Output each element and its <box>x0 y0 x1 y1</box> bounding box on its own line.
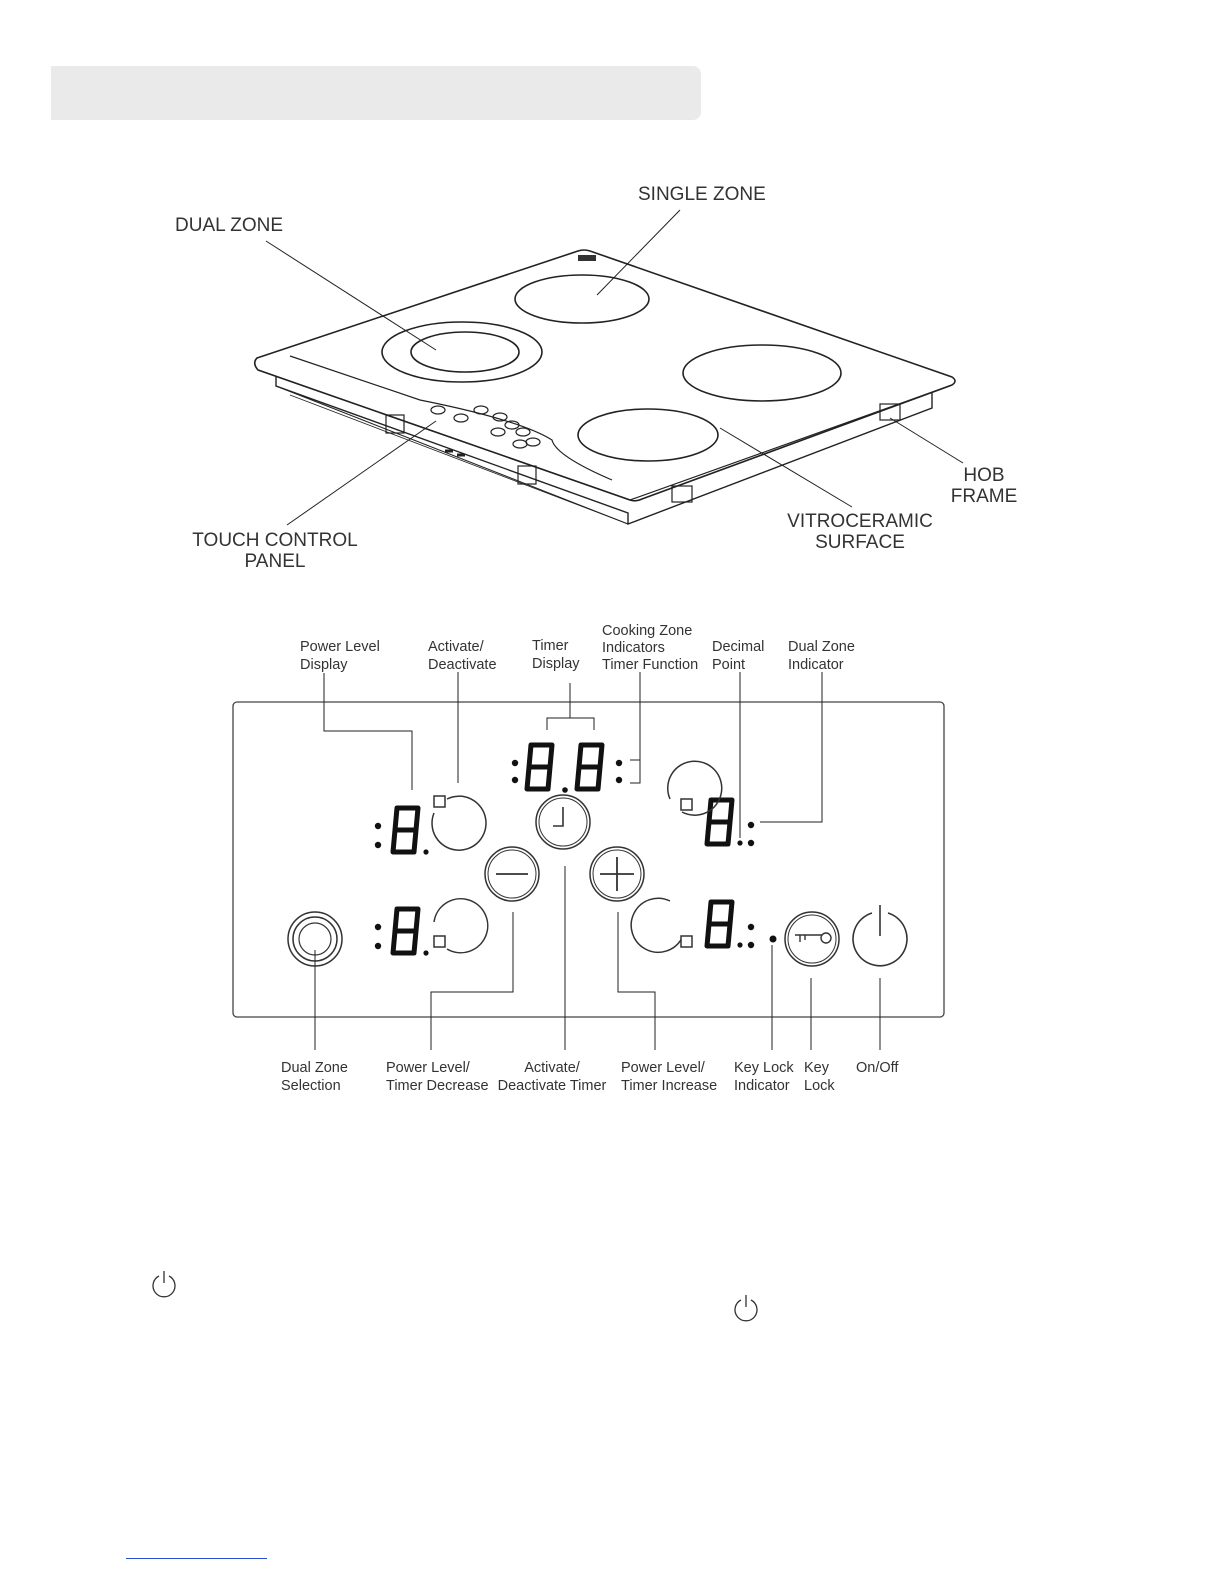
label-power-level-display-1: Power Level <box>300 639 380 655</box>
hob-illustration <box>253 249 956 526</box>
label-increase-2: Timer Increase <box>621 1078 717 1094</box>
label-touch-panel-2: PANEL <box>245 551 306 572</box>
clock-icon <box>553 807 564 827</box>
label-key-lock-2: Lock <box>804 1078 835 1094</box>
label-touch-panel-1: TOUCH CONTROL <box>192 530 357 551</box>
on-off-button[interactable] <box>852 905 908 967</box>
control-panel-frame <box>232 701 945 1018</box>
power-level-display-left-top <box>374 808 429 855</box>
timer-display <box>511 745 623 793</box>
footer-link-underline[interactable] <box>126 1558 267 1559</box>
dual-zone-inner <box>410 331 520 373</box>
section-header-bar <box>51 66 701 120</box>
label-dual-zone-indicator-1: Dual Zone <box>788 639 855 655</box>
single-zone-burner <box>514 274 650 324</box>
label-dual-zone-selection-2: Selection <box>281 1078 341 1094</box>
label-cooking-zone-3: Timer Function <box>602 657 698 673</box>
label-dual-zone-selection-1: Dual Zone <box>281 1060 348 1076</box>
label-decrease-2: Timer Decrease <box>386 1078 489 1094</box>
zone-activate-button-left-bottom[interactable] <box>433 898 489 954</box>
label-decimal-point-2: Point <box>712 657 745 673</box>
label-cooking-zone-2: Indicators <box>602 640 665 656</box>
power-level-display-left-bottom <box>374 909 429 956</box>
power-icon <box>852 912 908 967</box>
label-on-off: On/Off <box>856 1060 899 1076</box>
key-lock-indicator-dot <box>769 935 777 943</box>
activate-timer-button[interactable] <box>535 794 591 850</box>
label-activate-timer-2: Deactivate Timer <box>498 1078 607 1094</box>
label-power-level-display-2: Display <box>300 657 348 673</box>
key-icon <box>795 932 832 944</box>
label-decrease-1: Power Level/ <box>386 1060 471 1076</box>
zone-activate-button-right-bottom[interactable] <box>630 897 693 954</box>
label-decimal-point-1: Decimal <box>712 639 764 655</box>
power-icon <box>734 1295 758 1322</box>
label-vitroceramic-2: SURFACE <box>815 532 905 553</box>
label-timer-display-1: Timer <box>532 638 569 654</box>
increase-button[interactable] <box>589 846 645 902</box>
label-single-zone: SINGLE ZONE <box>638 184 766 205</box>
dual-zone-outer <box>381 321 543 383</box>
front-burner <box>577 408 719 462</box>
power-icon <box>152 1271 176 1298</box>
power-level-display-right-bottom <box>707 902 755 948</box>
label-increase-1: Power Level/ <box>621 1060 706 1076</box>
label-hob-frame-2: FRAME <box>951 486 1018 507</box>
label-dual-zone-indicator-2: Indicator <box>788 657 844 673</box>
label-vitroceramic-1: VITROCERAMIC <box>787 511 933 532</box>
plus-icon <box>600 857 634 891</box>
right-burner <box>682 344 842 402</box>
label-cooking-zone-1: Cooking Zone <box>602 623 692 639</box>
decrease-button[interactable] <box>484 846 540 902</box>
label-activate-2: Deactivate <box>428 657 497 673</box>
label-timer-display-2: Display <box>532 656 580 672</box>
label-key-lock-indicator-1: Key Lock <box>734 1060 794 1076</box>
label-activate-timer-1: Activate/ <box>524 1060 581 1076</box>
power-level-display-right-top <box>707 800 755 846</box>
zone-activate-button-right-top[interactable] <box>667 760 723 816</box>
label-activate-1: Activate/ <box>428 639 485 655</box>
label-key-lock-indicator-2: Indicator <box>734 1078 790 1094</box>
label-key-lock-1: Key <box>804 1060 830 1076</box>
zone-activate-button-left-top[interactable] <box>431 795 487 851</box>
label-hob-frame-1: HOB <box>963 465 1004 486</box>
label-dual-zone: DUAL ZONE <box>175 215 283 236</box>
key-lock-button[interactable] <box>784 911 840 967</box>
